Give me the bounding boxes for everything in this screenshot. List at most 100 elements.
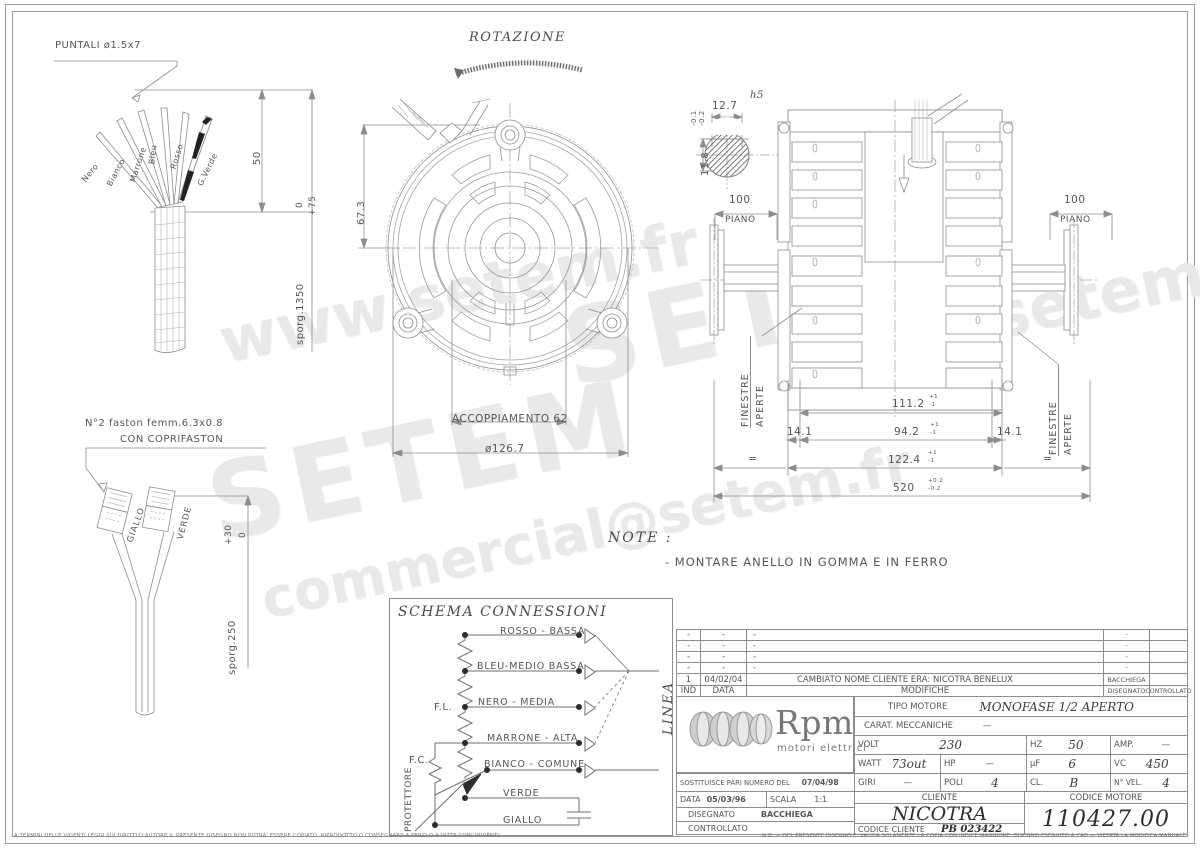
scala-label: SCALA	[770, 795, 797, 804]
volt-label-cell: VOLT 230	[854, 735, 1026, 754]
sostituisce-label: SOSTITUISCE PARI NUMERO DEL	[680, 778, 790, 787]
dim-94-2-value: 94.2	[894, 426, 920, 438]
schema-tap-nero: NERO - MEDIA	[478, 697, 556, 708]
hp-label: HP	[944, 759, 956, 769]
dim-520-value: 520	[893, 482, 915, 494]
codice-cliente-cell: CODICE CLIENTE PB 023422	[854, 823, 1024, 835]
shaft-section-detail	[696, 113, 780, 189]
controllato-label: CONTROLLATO	[688, 823, 748, 833]
carat-cell: CARAT. MECCANICHE —	[854, 716, 1188, 735]
dim-122-4-tol-upper: +1	[928, 450, 938, 456]
dim-122-4-value: 122.4	[888, 454, 921, 466]
cliente-label-cell: CLIENTE	[854, 791, 1024, 803]
hz-value: 50	[1068, 738, 1084, 752]
dim-sporg-250-label: sporg.250	[227, 620, 238, 675]
rev-row-0-ind: -	[676, 629, 700, 640]
dim-94-2-tol-lower: -1	[930, 430, 937, 436]
finestre-right-divider	[1058, 364, 1059, 456]
dim-67-3-label: 67.3	[356, 200, 367, 225]
rev-row-4-ind: 1	[676, 673, 700, 685]
tipo-motore-cell: TIPO MOTORE MONOFASE 1/2 APERTO	[854, 697, 1188, 716]
dim-111-2-tol-upper: +1	[929, 394, 939, 400]
rev-row-0-controllato	[1149, 629, 1188, 640]
watt-cell: WATT 73out	[854, 754, 940, 773]
rev-row-4-data: 04/02/04	[700, 673, 746, 685]
rev-row-2-modifiche: -	[746, 651, 1103, 662]
piano-left-label: PIANO	[725, 215, 756, 225]
eq-right-label: =	[1043, 452, 1053, 465]
note-item-0: - MONTARE ANELLO IN GOMMA E IN FERRO	[665, 555, 949, 569]
dim-111-2-value: 111.2	[892, 398, 925, 410]
faston-callout-line2: CON COPRIFASTON	[120, 434, 224, 445]
logo-cell: Rpm motori elettrici	[676, 697, 866, 773]
sostituisce-value: 07/04/98	[801, 778, 839, 787]
rev-row-1-data: -	[700, 640, 746, 651]
tipo-motore-label: TIPO MOTORE	[888, 701, 948, 712]
vc-label: VC	[1114, 759, 1126, 769]
title-block: - - - - - - - - - - - - - - - - 1 04/02/…	[676, 629, 1192, 835]
rev-row-1-ind: -	[676, 640, 700, 651]
codice-motore-label-cell: CODICE MOTORE	[1024, 791, 1188, 803]
carat-value: —	[983, 721, 992, 731]
data-value: 05/03/96	[706, 795, 746, 804]
sheet-border-outer	[5, 4, 1195, 844]
disegnato-label: DISEGNATO	[688, 810, 735, 819]
rev-header-data: DATA	[700, 685, 746, 697]
hz-label: HZ	[1030, 740, 1043, 750]
dim-diameter-label: ø126.7	[485, 443, 525, 455]
disegnato-cell: DISEGNATO BACCHIEGA	[676, 807, 854, 821]
legal-footer: A TERMINI DELLE VIGENTI LEGGI SUI DIRITT…	[14, 833, 1186, 839]
nvel-cell: N° VEL. 4	[1110, 773, 1188, 791]
cl-cell: CL. B	[1026, 773, 1110, 791]
schema-tap-rosso: ROSSO - BASSA	[500, 626, 586, 637]
vc-cell: VC 450	[1110, 754, 1188, 773]
sostituisce-label-cell: SOSTITUISCE PARI NUMERO DEL 07/04/98	[676, 773, 854, 791]
poli-label: POLI	[944, 777, 964, 788]
codice-cliente-value: PB 023422	[940, 823, 1003, 835]
schema-fc-label: F.C.	[409, 755, 429, 766]
dim-520-tol-lower: -0.2	[928, 486, 941, 492]
disegnato-value: BACCHIEGA	[760, 810, 813, 819]
schema-tap-verde: VERDE	[503, 788, 540, 799]
hz-cell: HZ 50	[1026, 735, 1110, 754]
note-title: NOTE :	[608, 530, 673, 546]
schema-tap-giallo: GIALLO	[503, 815, 543, 826]
giri-cell: GIRI —	[854, 773, 940, 791]
eq-left-label: =	[748, 452, 758, 465]
rev-header-controllato: CONTROLLATO	[1145, 685, 1192, 697]
schema-title: SCHEMA CONNESSIONI	[398, 604, 608, 620]
dim-sporg-250-tol-lower: 0	[238, 531, 248, 538]
rev-row-4-disegnato: BACCHIEGA	[1103, 673, 1149, 685]
dim-sporg-1350-tol-lower: 0	[295, 201, 305, 208]
schema-tap-bleu: BLEU-MEDIO BASSA	[477, 661, 585, 672]
watt-value: 73out	[891, 757, 927, 771]
data-cell: DATA 05/03/96	[676, 791, 766, 807]
codice-motore-value-cell: 110427.00	[1024, 803, 1188, 835]
rev-row-3-ind: -	[676, 662, 700, 673]
rev-header-ind: IND	[676, 685, 700, 697]
uf-cell: µF 6	[1026, 754, 1110, 773]
schema-fl-label: F.L.	[434, 702, 453, 713]
rotation-arrow-icon	[454, 60, 583, 79]
poli-cell: POLI 4	[940, 773, 1026, 791]
rev-row-3-modifiche: -	[746, 662, 1103, 673]
rev-row-2-ind: -	[676, 651, 700, 662]
rev-row-4-controllato	[1149, 673, 1188, 685]
rev-row-0-data: -	[700, 629, 746, 640]
dim-520-tol-upper: +0.2	[928, 478, 944, 484]
motor-side-view	[700, 93, 1100, 420]
scala-value: 1:1	[814, 795, 828, 804]
rev-row-0-modifiche: -	[746, 629, 1103, 640]
dim-122-4-tol-lower: -1	[928, 458, 935, 464]
dim-50-label: 50	[252, 151, 263, 165]
rev-row-1-controllato	[1149, 640, 1188, 651]
piano-left-value: 100	[729, 194, 751, 206]
rev-row-3-data: -	[700, 662, 746, 673]
rotazione-label: ROTAZIONE	[469, 30, 566, 45]
tipo-motore-value: MONOFASE 1/2 APERTO	[979, 699, 1134, 714]
piano-right-value: 100	[1064, 194, 1086, 206]
codice-motore-value: 110427.00	[1042, 806, 1170, 832]
shaft-tol-upper: -0.1	[690, 110, 698, 126]
cl-value: B	[1069, 775, 1079, 790]
schema-protettore-label: PROTETTORE	[404, 767, 414, 832]
